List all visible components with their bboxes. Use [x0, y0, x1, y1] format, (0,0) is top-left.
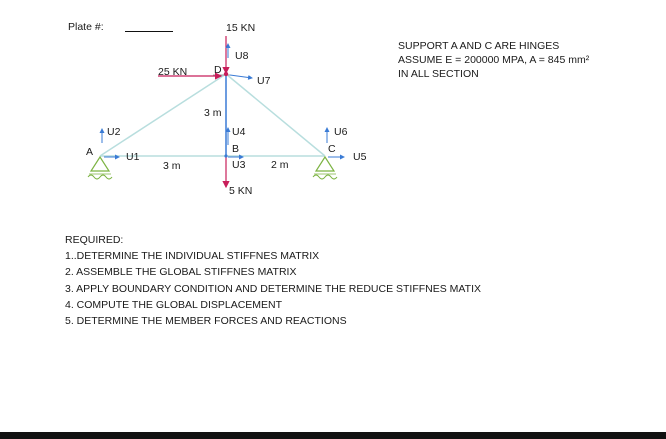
dof-label-u4: U4: [232, 126, 246, 138]
plate-label: Plate #:: [68, 21, 104, 33]
required-item: 3. APPLY BOUNDARY CONDITION AND DETERMIN…: [65, 282, 481, 295]
load-label-15kn: 15 KN: [226, 22, 256, 34]
node-b-dot: [224, 154, 228, 158]
dof-label-u3: U3: [232, 159, 246, 171]
dof-label-u7: U7: [257, 75, 271, 87]
bottom-border-bar: [0, 432, 666, 439]
support-notes: SUPPORT A AND C ARE HINGES ASSUME E = 20…: [398, 39, 589, 81]
hinge-support-a-icon: [87, 155, 113, 180]
required-item: 4. COMPUTE THE GLOBAL DISPLACEMENT: [65, 298, 283, 311]
dof-label-u8: U8: [235, 50, 249, 62]
load-label-25kn: 25 KN: [158, 66, 188, 78]
hinge-support-c-icon: [312, 155, 338, 180]
required-title: REQUIRED:: [65, 234, 124, 246]
required-item: 2. ASSEMBLE THE GLOBAL STIFFNES MATRIX: [65, 266, 297, 279]
note-line-1: SUPPORT A AND C ARE HINGES: [398, 40, 560, 52]
required-item: 5. DETERMINE THE MEMBER FORCES AND REACT…: [65, 315, 347, 328]
node-label-a: A: [86, 146, 94, 158]
dim-label-height: 3 m: [204, 107, 222, 119]
member-dc: [225, 73, 326, 157]
dim-label-right-span: 2 m: [271, 159, 289, 171]
required-section: REQUIRED: 1..DETERMINE THE INDIVIDUAL ST…: [65, 232, 481, 329]
node-label-d: D: [214, 64, 222, 76]
dof-label-u1: U1: [126, 151, 140, 163]
required-item: 1..DETERMINE THE INDIVIDUAL STIFFNES MAT…: [65, 250, 320, 263]
note-line-3: IN ALL SECTION: [398, 68, 479, 80]
plate-number-blank: [125, 31, 173, 32]
member-ad: [99, 73, 227, 157]
node-label-b: B: [232, 143, 240, 155]
note-line-2: ASSUME E = 200000 MPA, A = 845 mm²: [398, 54, 590, 66]
dim-label-left-span: 3 m: [163, 160, 181, 172]
load-label-5kn: 5 KN: [229, 185, 253, 197]
dof-label-u6: U6: [334, 126, 348, 138]
node-d-dot: [223, 71, 229, 77]
dof-label-u5: U5: [353, 151, 367, 163]
u7-arrow-icon: [229, 74, 253, 80]
dof-label-u2: U2: [107, 126, 121, 138]
node-label-c: C: [328, 143, 336, 155]
